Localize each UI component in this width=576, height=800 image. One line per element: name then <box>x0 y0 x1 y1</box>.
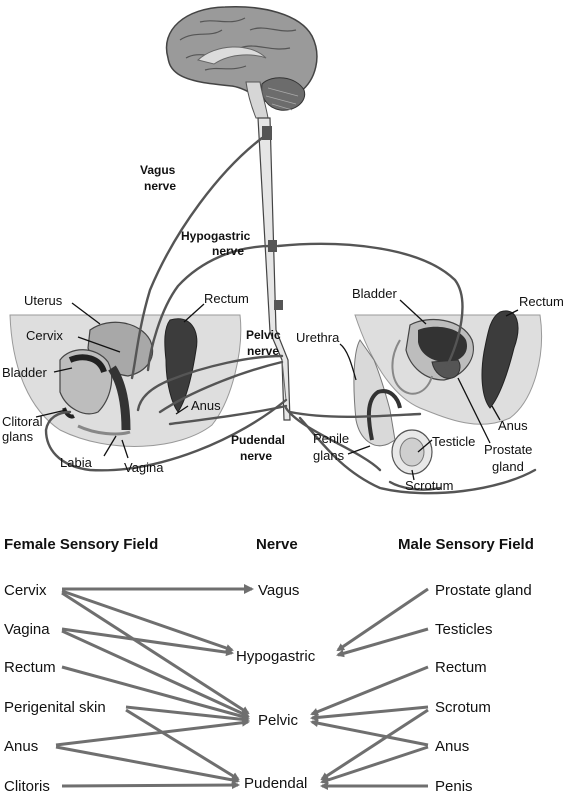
vagus-nerve-label-2: nerve <box>144 179 176 193</box>
pudendal-nerve-label-1: Pudendal <box>231 433 285 447</box>
bladder-female-label: Bladder <box>2 365 47 380</box>
male-field-rectum: Rectum <box>435 659 487 676</box>
nerve-labels: Vagus nerve Hypogastric nerve Pelvic ner… <box>140 163 285 463</box>
arrow-scrotum-pelvic <box>310 705 429 722</box>
anus-female-label: Anus <box>191 398 221 413</box>
male-field-testicles: Testicles <box>435 621 493 638</box>
arrow-testicles-hypogastric <box>336 627 429 658</box>
arrow-perigenital-pudendal <box>125 708 240 781</box>
pudendal-nerve-label-2: nerve <box>240 449 272 463</box>
male-field-penis: Penis <box>435 778 473 795</box>
prostate-gland-label-2: gland <box>492 459 524 474</box>
nerve-header: Nerve <box>256 536 298 553</box>
male-header: Male Sensory Field <box>398 536 534 553</box>
male-pelvis <box>353 310 543 475</box>
male-arrows <box>310 587 429 790</box>
sensory-table: Female Sensory Field Nerve Male Sensory … <box>4 536 534 795</box>
female-field-anus: Anus <box>4 738 38 755</box>
pelvic-nerve-label-1: Pelvic <box>246 328 281 342</box>
anus-male-label: Anus <box>498 418 528 433</box>
female-field-clitoris: Clitoris <box>4 778 50 795</box>
urethra-label: Urethra <box>296 330 340 345</box>
female-labels: Uterus Cervix Bladder Rectum Anus Clitor… <box>2 291 249 475</box>
nerve-pudendal: Pudendal <box>244 775 307 792</box>
hypogastric-nerve-label-2: nerve <box>212 244 244 258</box>
male-labels: Bladder Rectum Urethra Anus Penile glans… <box>296 286 564 493</box>
female-pelvis <box>9 314 242 447</box>
vagina-label: Vagina <box>124 460 164 475</box>
arrow-anus-pelvic <box>55 718 250 747</box>
arrow-vagina-hypogastric <box>61 627 234 657</box>
penile-glans-label-1: Penile <box>313 431 349 446</box>
arrow-cervix-hypogastric <box>61 589 234 652</box>
female-header: Female Sensory Field <box>4 536 158 553</box>
spinal-cord <box>257 117 291 421</box>
female-field-vagina: Vagina <box>4 621 50 638</box>
rectum-male-shape <box>481 310 519 409</box>
nerve-pathways <box>44 136 537 495</box>
clitoral-glans-label-1: Clitoral <box>2 414 43 429</box>
male-field-anus: Anus <box>435 738 469 755</box>
arrow-vagina-pelvic <box>61 629 250 718</box>
nerve-pelvic: Pelvic <box>258 712 299 729</box>
nerve-hypogastric: Hypogastric <box>236 648 316 665</box>
arrow-cervix-pelvic <box>61 591 250 715</box>
cervix-label: Cervix <box>26 328 63 343</box>
rectum-female-label: Rectum <box>204 291 249 306</box>
clitoral-glans-label-2: glans <box>2 429 34 444</box>
arrow-anus-pudendal <box>55 745 240 784</box>
hypogastric-nerve-label-1: Hypogastric <box>181 229 251 243</box>
arrow-clitoris-pudendal <box>61 781 240 790</box>
female-field-rectum: Rectum <box>4 659 56 676</box>
nerve-vagus: Vagus <box>258 582 299 599</box>
female-arrows <box>55 584 254 790</box>
arrow-rectum-pelvic <box>61 665 250 721</box>
arrow-scrotum-pudendal <box>320 708 429 781</box>
labia-label: Labia <box>60 455 93 470</box>
brain <box>165 5 318 119</box>
arrow-prostate-hypogastric <box>336 587 429 652</box>
arrow-perigenital-pelvic <box>125 705 250 724</box>
testicle-label: Testicle <box>432 434 475 449</box>
female-field-perigenital-skin: Perigenital skin <box>4 699 106 716</box>
rectum-male-label: Rectum <box>519 294 564 309</box>
leader-lines <box>35 299 519 481</box>
pelvic-nerve-label-2: nerve <box>247 344 279 358</box>
scrotum-label: Scrotum <box>405 478 453 493</box>
male-field-prostate-gland: Prostate gland <box>435 582 532 599</box>
penile-glans-label-2: glans <box>313 448 345 463</box>
bladder-male-label: Bladder <box>352 286 397 301</box>
male-field-scrotum: Scrotum <box>435 699 491 716</box>
female-field-cervix: Cervix <box>4 582 47 599</box>
arrow-rectum-pelvic-male <box>310 665 429 716</box>
arrow-anus-pudendal-male <box>320 745 429 784</box>
testicle-shape <box>399 437 425 467</box>
vagina-shape <box>108 365 131 431</box>
uterus-label: Uterus <box>24 293 63 308</box>
prostate-gland-label-1: Prostate <box>484 442 532 457</box>
arrow-anus-pelvic-male <box>310 719 429 747</box>
vagus-nerve-label-1: Vagus <box>140 163 176 177</box>
